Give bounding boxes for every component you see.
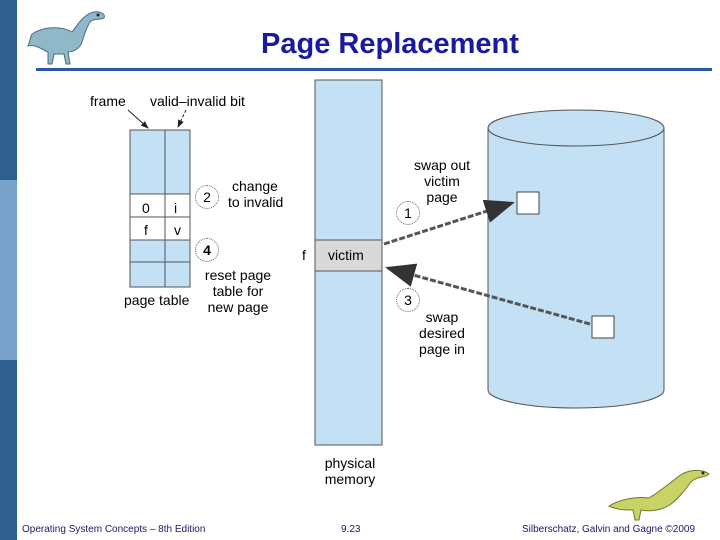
physical-memory-label: physical memory xyxy=(310,455,390,487)
step-1-line: swap out xyxy=(413,157,471,173)
swap-in-arrow xyxy=(385,263,591,326)
sidebar-segment-dark xyxy=(0,360,17,540)
physical-memory-line: memory xyxy=(324,471,376,487)
slide-title: Page Replacement xyxy=(261,28,519,60)
valid-invalid-label: valid–invalid bit xyxy=(150,93,245,109)
physical-memory xyxy=(314,79,383,446)
step-2-badge: 2 xyxy=(195,185,219,209)
step-3-line: swap xyxy=(425,309,459,325)
table-row-bit: i xyxy=(174,200,178,216)
step-4-line: new page xyxy=(207,299,269,315)
backing-store-disk xyxy=(487,109,665,409)
dinosaur-logo-icon xyxy=(27,11,105,65)
footer-course: Operating System Concepts – 8th Edition xyxy=(22,524,206,535)
step-3-badge: 3 xyxy=(396,288,420,312)
page-table xyxy=(129,129,191,288)
step-4-badge: 4 xyxy=(195,238,219,262)
step-1-line: victim xyxy=(424,173,460,189)
step-2-text: change to invalid xyxy=(228,178,283,210)
table-row-frame: 0 xyxy=(142,200,150,216)
title-rule xyxy=(36,68,712,71)
sidebar-segment-dark xyxy=(0,0,17,180)
table-row-frame: f xyxy=(144,222,148,238)
step-1-text: swap out victim page xyxy=(400,157,484,205)
sidebar-decoration xyxy=(0,0,17,540)
step-3-text: swap desired page in xyxy=(402,309,482,357)
sidebar-segment-light xyxy=(0,180,17,360)
page-table-label: page table xyxy=(124,292,190,308)
footer-page-number: 9.23 xyxy=(341,524,361,535)
frame-label: frame xyxy=(90,93,126,109)
victim-label: victim xyxy=(328,247,364,263)
step-1-line: page xyxy=(426,189,458,205)
frame-arrow xyxy=(127,109,149,129)
step-2-line: change xyxy=(232,178,278,194)
footer-copyright: Silberschatz, Galvin and Gagne ©2009 xyxy=(522,524,696,535)
step-1-badge: 1 xyxy=(396,201,420,225)
step-3-line: desired xyxy=(419,325,465,341)
table-row-bit: v xyxy=(174,222,181,238)
valid-invalid-arrow xyxy=(177,109,187,128)
dinosaur-footer-icon xyxy=(607,469,710,521)
step-4-line: reset page xyxy=(204,267,272,283)
step-4-line: table for xyxy=(212,283,264,299)
step-2-line: to invalid xyxy=(228,194,284,210)
step-3-line: page in xyxy=(419,341,465,357)
physical-memory-line: physical xyxy=(324,455,376,471)
step-4-text: reset page table for new page xyxy=(198,267,278,315)
swap-out-arrow xyxy=(383,199,515,246)
memory-frame-label: f xyxy=(302,247,306,263)
